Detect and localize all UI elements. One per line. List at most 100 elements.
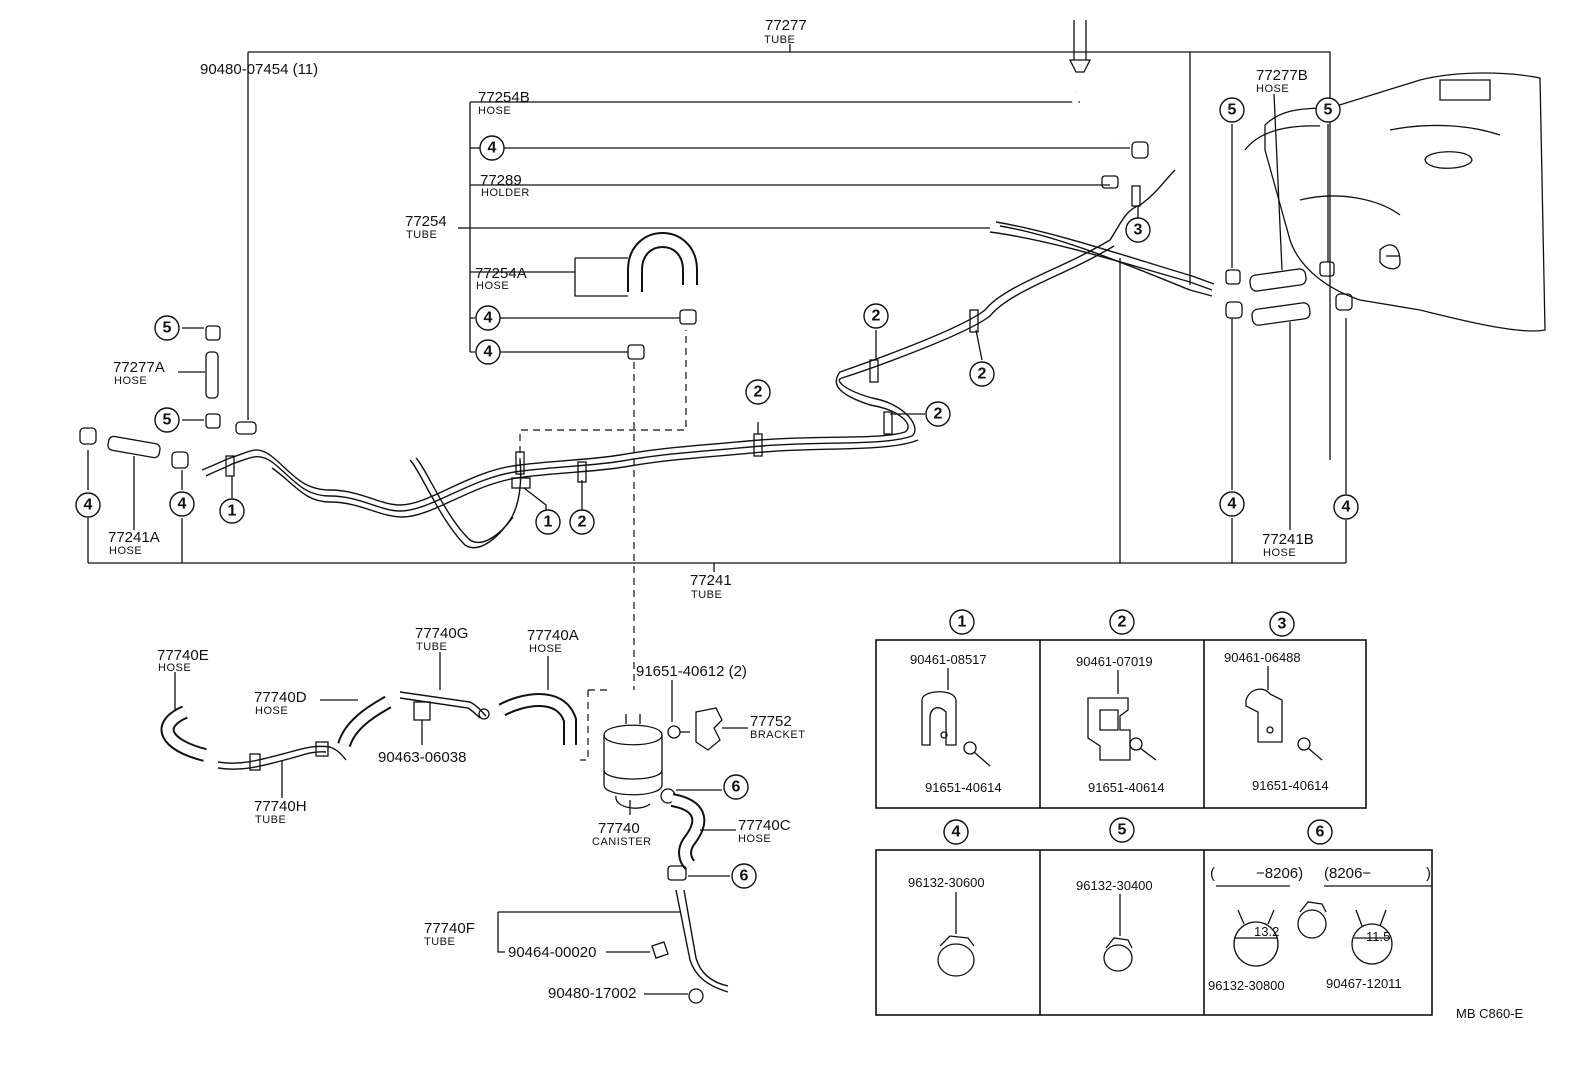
callout-4-d: 4 [75,492,101,518]
bracket-77277 [247,44,1331,460]
svg-text:4: 4 [178,496,187,513]
svg-text:2: 2 [872,308,881,325]
sublabel-77241: TUBE [691,589,722,601]
tube-77740G-shape [399,691,490,720]
legend-cell-6: 6 ( −8206) (8206− ) 13.2 11.5 96132-3080… [1208,819,1432,993]
hose-77740C-shape [670,793,706,870]
callout-2-c: 2 [863,303,889,329]
legend-cell-5: 5 96132-30400 [1076,817,1153,972]
svg-text:4: 4 [1228,496,1237,513]
hose-77740D-shape [337,695,392,748]
clip-6-lower [667,865,687,881]
sublabel-77241B: HOSE [1263,547,1296,559]
label-90464-00020: 90464-00020 [508,944,596,961]
callout-2-d: 2 [925,401,951,427]
callout-5-d: 5 [1315,97,1341,123]
svg-text:3: 3 [1278,616,1287,633]
hose-77241B-shape [1251,302,1311,326]
sublabel-77740F: TUBE [424,936,455,948]
callout-leaders [231,206,1139,510]
legend-6-range-open: ( [1210,865,1215,882]
label-77740H: 77740H [254,798,307,815]
callout-2-b: 2 [745,379,771,405]
callout-1-b: 1 [535,509,561,535]
tube-77740F-shape [675,889,729,993]
label-77241: 77241 [690,572,732,589]
fuel-tank-illustration [1244,72,1546,332]
bracket-77241 [87,258,1347,572]
clip-77254B-end [1131,141,1149,159]
label-77241A: 77241A [108,529,160,546]
sublabel-77254B: HOSE [478,105,511,117]
sublabel-77740A: HOSE [529,643,562,655]
label-91651-40612: 91651-40612 (2) [636,663,747,680]
sublabel-77254A: HOSE [476,280,509,292]
tube-clamps [225,185,1141,489]
sublabel-77740C: HOSE [738,833,771,845]
holder-77289-shape [1101,175,1119,189]
sublabel-77740D: HOSE [255,705,288,717]
hose-77254B-shape [1071,91,1122,143]
canister-77740-shape [603,714,663,809]
legend-5-clamp-pn: 96132-30400 [1076,878,1153,893]
legend-3-bolt-pn: 91651-40614 [1252,778,1329,793]
callout-4-c: 4 [475,339,501,365]
plug-90480-17002 [688,988,704,1004]
sublabel-77752: BRACKET [750,729,805,741]
label-77740C: 77740C [738,817,791,834]
bracket-77254 [458,101,1130,353]
label-77254A: 77254A [475,265,527,282]
svg-text:5: 5 [1118,822,1127,839]
legend-1-clamp-pn: 90461-08517 [910,652,987,667]
bracket-77752-shape [695,707,723,751]
clip-4-right-b [1335,293,1353,311]
svg-text:4: 4 [1342,499,1351,516]
legend-6-range-close: ) [1426,865,1431,882]
legend-table [875,639,1433,1016]
svg-text:6: 6 [1316,824,1325,841]
callout-4-b: 4 [475,305,501,331]
label-90480-07454: 90480-07454 (11) [200,61,318,78]
legend-6-range-right: (8206− [1324,865,1371,882]
callout-5-a: 5 [154,315,180,341]
svg-text:5: 5 [163,412,172,429]
svg-text:2: 2 [754,384,763,401]
label-77740G: 77740G [415,625,468,642]
legend-6-clamp-a: 96132-30800 [1208,978,1285,993]
callout-6-b: 6 [731,863,757,889]
legend-3-clamp-pn: 90461-06488 [1224,650,1301,665]
legend-2-clamp-pn: 90461-07019 [1076,654,1153,669]
legend-1-bolt-pn: 91651-40614 [925,780,1002,795]
callout-3-a: 3 [1125,217,1151,243]
sublabel-77277: TUBE [764,34,795,46]
svg-text:2: 2 [578,514,587,531]
tube-77241-run [201,169,1215,549]
clip-5-right-b [1319,261,1335,277]
legend-4-clamp-pn: 96132-30600 [908,875,985,890]
hose-77277B-shape [1249,268,1307,292]
svg-text:4: 4 [952,824,961,841]
sublabel-77740H: TUBE [255,814,286,826]
label-77277B: 77277B [1256,67,1308,84]
legend-6-dim-a: 13.2 [1254,924,1279,939]
legend-cell-4: 4 96132-30600 [908,819,985,977]
svg-text:5: 5 [1228,102,1237,119]
hose-77740E-shape [160,705,207,762]
callout-4-e: 4 [169,491,195,517]
dashline-canister-clip [519,330,687,465]
sublabel-77289: HOLDER [481,187,530,199]
svg-text:5: 5 [1324,102,1333,119]
tube-77740H-shape [217,741,347,771]
hose-77740A-shape [498,693,577,745]
filler-neck-pipe [1068,20,1092,73]
sublabel-77254: TUBE [406,229,437,241]
callout-4-g: 4 [1333,494,1359,520]
legend-6-dim-b: 11.5 [1366,929,1390,944]
label-77289: 77289 [480,172,522,189]
clip-4-right-a [1225,301,1243,319]
callout-2-e: 2 [969,361,995,387]
legend-cell-3: 3 90461-06488 91651-40614 [1224,611,1329,793]
label-77277: 77277 [765,17,807,34]
label-77277A: 77277A [113,359,165,376]
